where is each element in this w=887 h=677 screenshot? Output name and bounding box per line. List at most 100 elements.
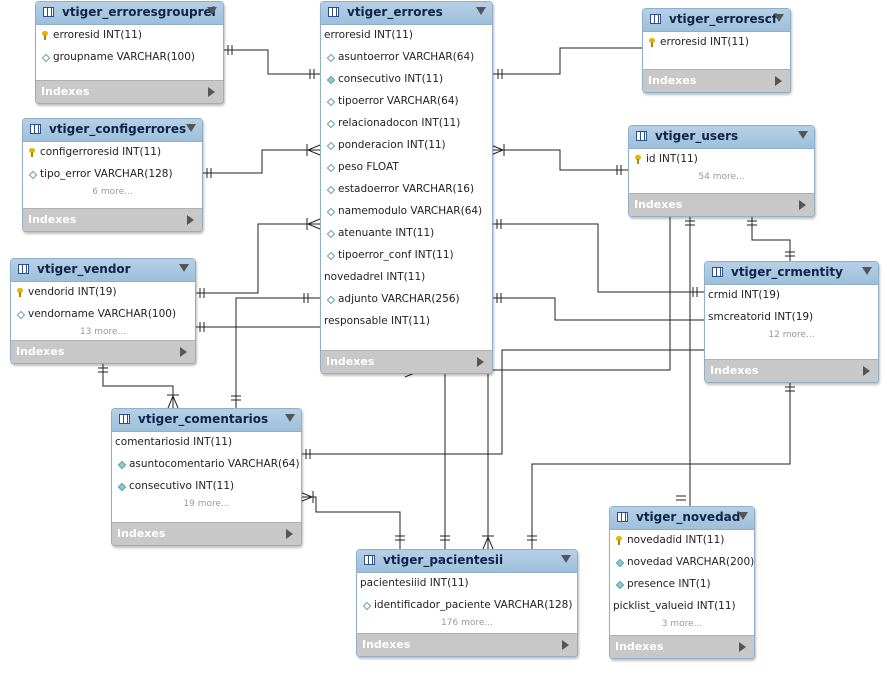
indexes-bar[interactable]: Indexes <box>610 635 754 658</box>
expand-arrow-icon[interactable] <box>775 76 782 86</box>
column-row[interactable]: pacientesiiid INT(11) <box>357 573 577 595</box>
column-row[interactable]: erroresid INT(11) <box>36 25 223 47</box>
relationship-line <box>222 49 320 75</box>
collapse-arrow-icon[interactable] <box>798 131 808 139</box>
indexes-bar[interactable]: Indexes <box>629 193 814 216</box>
column-row[interactable]: vendorname VARCHAR(100) <box>11 304 195 326</box>
collapse-arrow-icon[interactable] <box>774 14 784 22</box>
table-icon <box>617 512 628 522</box>
more-columns-label[interactable]: 13 more... <box>79 327 127 337</box>
collapse-arrow-icon[interactable] <box>207 7 217 15</box>
indexes-label: Indexes <box>634 198 683 211</box>
column-row[interactable]: tipoerror_conf INT(11) <box>321 245 492 267</box>
table-header[interactable]: vtiger_pacientesii <box>357 550 577 573</box>
expand-arrow-icon[interactable] <box>739 642 746 652</box>
table-header[interactable]: vtiger_comentarios <box>112 409 301 432</box>
column-row[interactable]: novedadrel INT(11) <box>321 267 492 289</box>
relationship-line <box>491 297 704 321</box>
column-row[interactable]: vendorid INT(19) <box>11 282 195 304</box>
column-row[interactable]: identificador_paciente VARCHAR(128) <box>357 595 577 617</box>
column-row[interactable]: relacionadocon INT(11) <box>321 113 492 135</box>
more-columns-label[interactable]: 19 more... <box>183 499 230 509</box>
collapse-arrow-icon[interactable] <box>561 555 571 563</box>
collapse-arrow-icon[interactable] <box>738 512 748 520</box>
column-row[interactable]: namemodulo VARCHAR(64) <box>321 201 492 223</box>
expand-arrow-icon[interactable] <box>477 357 484 367</box>
table-header[interactable]: vtiger_users <box>629 126 814 149</box>
column-row[interactable]: novedadid INT(11) <box>610 530 754 552</box>
indexes-bar[interactable]: Indexes <box>643 69 790 92</box>
table-header[interactable]: vtiger_errorescf <box>643 9 790 32</box>
expand-arrow-icon[interactable] <box>562 640 569 650</box>
column-row[interactable]: atenuante INT(11) <box>321 223 492 245</box>
table-header[interactable]: vtiger_novedad <box>610 507 754 530</box>
column-row[interactable]: comentariosid INT(11) <box>112 432 301 454</box>
indexes-bar[interactable]: Indexes <box>321 350 492 373</box>
primary-key-icon <box>616 536 622 545</box>
column-diamond-icon <box>117 482 127 492</box>
column-name: configerroresid INT(11) <box>40 146 162 158</box>
collapse-arrow-icon[interactable] <box>179 264 189 272</box>
column-row[interactable]: erroresid INT(11) <box>643 32 790 54</box>
expand-arrow-icon[interactable] <box>187 215 194 225</box>
column-row[interactable]: picklist_valueid INT(11) <box>610 596 754 618</box>
column-row[interactable]: ponderacion INT(11) <box>321 135 492 157</box>
column-row[interactable]: adjunto VARCHAR(256) <box>321 289 492 311</box>
column-row[interactable]: smcreatorid INT(19) <box>705 307 878 329</box>
column-row[interactable]: tipo_error VARCHAR(128) <box>23 164 202 186</box>
more-columns-label[interactable]: 3 more... <box>661 619 703 629</box>
expand-arrow-icon[interactable] <box>286 529 293 539</box>
more-columns-label[interactable]: 54 more... <box>698 172 745 182</box>
column-row[interactable]: responsable INT(11) <box>321 311 492 333</box>
column-row[interactable]: tipoerror VARCHAR(64) <box>321 91 492 113</box>
collapse-arrow-icon[interactable] <box>285 414 295 422</box>
more-columns-label[interactable]: 176 more... <box>441 618 493 628</box>
column-row[interactable]: configerroresid INT(11) <box>23 142 202 164</box>
table-header[interactable]: vtiger_errores <box>321 2 492 25</box>
column-row[interactable]: id INT(11) <box>629 149 814 171</box>
more-columns-label[interactable]: 12 more... <box>768 330 815 340</box>
expand-arrow-icon[interactable] <box>180 347 187 357</box>
column-row[interactable]: estadoerror VARCHAR(16) <box>321 179 492 201</box>
one-marker <box>305 449 311 459</box>
column-row[interactable]: peso FLOAT <box>321 157 492 179</box>
indexes-bar[interactable]: Indexes <box>357 633 577 656</box>
collapse-arrow-icon[interactable] <box>186 124 196 132</box>
column-row[interactable]: consecutivo INT(11) <box>112 476 301 498</box>
table-header[interactable]: vtiger_vendor <box>11 259 195 282</box>
column-row[interactable]: crmid INT(19) <box>705 285 878 307</box>
column-row[interactable]: consecutivo INT(11) <box>321 69 492 91</box>
expand-arrow-icon[interactable] <box>208 87 215 97</box>
indexes-bar[interactable]: Indexes <box>11 340 195 363</box>
column-row[interactable]: asuntoerror VARCHAR(64) <box>321 47 492 69</box>
column-row[interactable]: novedad VARCHAR(200) <box>610 552 754 574</box>
expand-arrow-icon[interactable] <box>799 200 806 210</box>
indexes-bar[interactable]: Indexes <box>112 522 301 545</box>
expand-arrow-icon[interactable] <box>863 366 870 376</box>
primary-key-icon <box>42 31 48 40</box>
column-row[interactable]: groupname VARCHAR(100) <box>36 47 223 69</box>
column-row[interactable]: erroresid INT(11) <box>321 25 492 47</box>
indexes-bar[interactable]: Indexes <box>705 359 878 382</box>
relationship-line <box>201 149 320 174</box>
column-row[interactable]: presence INT(1) <box>610 574 754 596</box>
collapse-arrow-icon[interactable] <box>476 7 486 15</box>
table-header[interactable]: vtiger_configerrores <box>23 119 202 142</box>
indexes-bar[interactable]: Indexes <box>36 80 223 103</box>
column-row[interactable]: asuntocomentario VARCHAR(64) <box>112 454 301 476</box>
table-header[interactable]: vtiger_crmentity <box>705 262 878 285</box>
more-columns-label[interactable]: 6 more... <box>92 187 133 197</box>
table-vtiger-configerrores[interactable]: vtiger_configerrores configerroresid INT(… <box>22 118 203 232</box>
collapse-arrow-icon[interactable] <box>862 267 872 275</box>
table-header[interactable]: vtiger_erroresgrouprel <box>36 2 223 25</box>
indexes-bar[interactable]: Indexes <box>23 208 202 231</box>
